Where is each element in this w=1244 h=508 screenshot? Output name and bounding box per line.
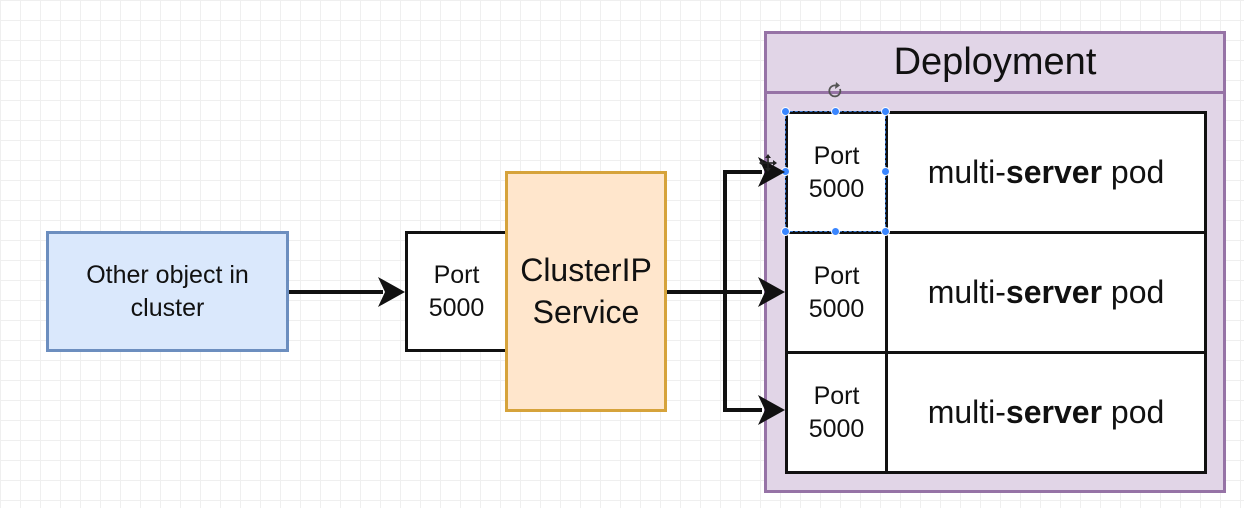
arrow-service-to-pod1 — [723, 170, 762, 292]
arrowhead — [758, 157, 785, 187]
resize-handle-n[interactable] — [831, 107, 840, 116]
resize-handle-sw[interactable] — [781, 227, 790, 236]
resize-handle-ne[interactable] — [881, 107, 890, 116]
pod-label: multi-server pod — [927, 394, 1165, 430]
pod-label: multi-server pod — [927, 154, 1165, 190]
service-port-label: Port 5000 — [428, 261, 485, 322]
arrowhead — [758, 395, 785, 425]
rotate-icon — [828, 82, 842, 98]
other-object-node[interactable]: Other object in cluster — [46, 231, 289, 352]
resize-handle-se[interactable] — [881, 227, 890, 236]
resize-handle-e[interactable] — [881, 167, 890, 176]
move-cursor-icon — [759, 154, 777, 172]
arrowhead — [758, 277, 785, 307]
pod-label: multi-server pod — [927, 274, 1165, 310]
resize-handle-s[interactable] — [831, 227, 840, 236]
clusterip-service-label: ClusterIP Service — [520, 251, 652, 330]
resize-handle-nw[interactable] — [781, 107, 790, 116]
clusterip-service-node[interactable]: ClusterIP Service — [505, 171, 667, 412]
arrowhead — [378, 277, 405, 307]
other-object-label: Other object in cluster — [86, 261, 249, 322]
deployment-title: Deployment — [767, 34, 1223, 94]
arrow-service-to-pod3 — [723, 292, 762, 412]
